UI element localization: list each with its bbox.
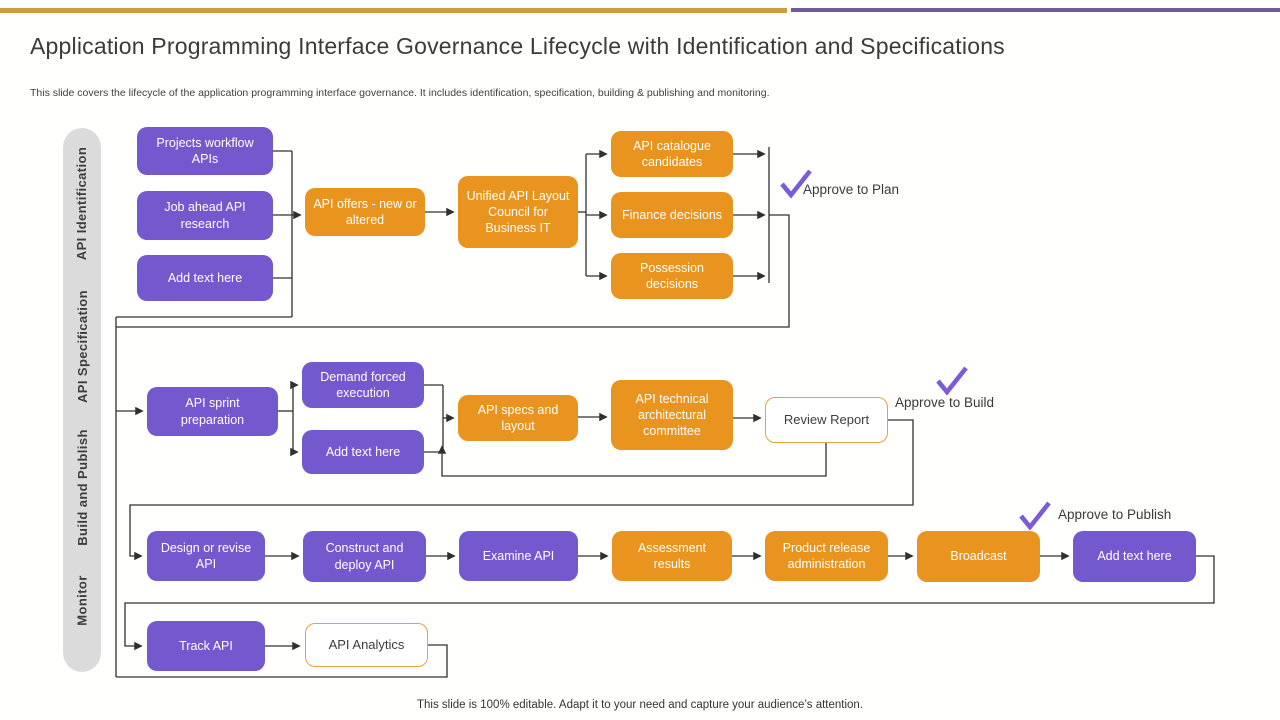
node-add-text-placeholder-3[interactable]: Add text here bbox=[1073, 531, 1196, 582]
approve-to-build-check-icon bbox=[936, 366, 968, 396]
node-api-analytics[interactable]: API Analytics bbox=[305, 623, 428, 667]
node-review-report[interactable]: Review Report bbox=[765, 397, 888, 443]
node-product-release-administration[interactable]: Product release administration bbox=[765, 531, 888, 581]
node-construct-and-deploy-api[interactable]: Construct and deploy API bbox=[303, 531, 426, 582]
node-projects-workflow-apis[interactable]: Projects workflow APIs bbox=[137, 127, 273, 175]
node-api-technical-architectural-committee[interactable]: API technical architectural committee bbox=[611, 380, 733, 450]
node-add-text-placeholder-1[interactable]: Add text here bbox=[137, 255, 273, 301]
editable-note: This slide is 100% editable. Adapt it to… bbox=[416, 699, 864, 711]
node-design-or-revise-api[interactable]: Design or revise API bbox=[147, 531, 265, 581]
approve-to-build-label: Approve to Build bbox=[895, 395, 995, 410]
node-possession-decisions[interactable]: Possession decisions bbox=[611, 253, 733, 299]
node-api-catalogue-candidates[interactable]: API catalogue candidates bbox=[611, 131, 733, 177]
connectors bbox=[115, 147, 1215, 678]
node-track-api[interactable]: Track API bbox=[147, 621, 265, 671]
node-job-ahead-api-research[interactable]: Job ahead API research bbox=[137, 191, 273, 240]
topbar-gold-accent bbox=[0, 8, 787, 13]
node-examine-api[interactable]: Examine API bbox=[459, 531, 578, 581]
approve-to-plan-label: Approve to Plan bbox=[803, 182, 900, 197]
node-api-specs-and-layout[interactable]: API specs and layout bbox=[458, 395, 578, 441]
node-demand-forced-execution[interactable]: Demand forced execution bbox=[302, 362, 424, 408]
node-assessment-results[interactable]: Assessment results bbox=[612, 531, 732, 581]
node-api-offers[interactable]: API offers - new or altered bbox=[305, 188, 425, 236]
approve-to-publish-label: Approve to Publish bbox=[1058, 507, 1172, 522]
node-add-text-placeholder-2[interactable]: Add text here bbox=[302, 430, 424, 474]
node-broadcast[interactable]: Broadcast bbox=[917, 531, 1040, 582]
page-title: Application Programming Interface Govern… bbox=[30, 33, 1005, 59]
approve-to-plan-check-icon bbox=[780, 169, 812, 199]
node-unified-api-layout-council[interactable]: Unified API Layout Council for Business … bbox=[458, 176, 578, 248]
node-finance-decisions[interactable]: Finance decisions bbox=[611, 192, 733, 238]
slide-subtitle: This slide covers the lifecycle of the a… bbox=[30, 87, 770, 99]
node-api-sprint-preparation[interactable]: API sprint preparation bbox=[147, 387, 278, 436]
approve-to-publish-check-icon bbox=[1019, 501, 1051, 531]
topbar-purple-accent bbox=[791, 8, 1280, 12]
stage-rail bbox=[63, 128, 101, 672]
